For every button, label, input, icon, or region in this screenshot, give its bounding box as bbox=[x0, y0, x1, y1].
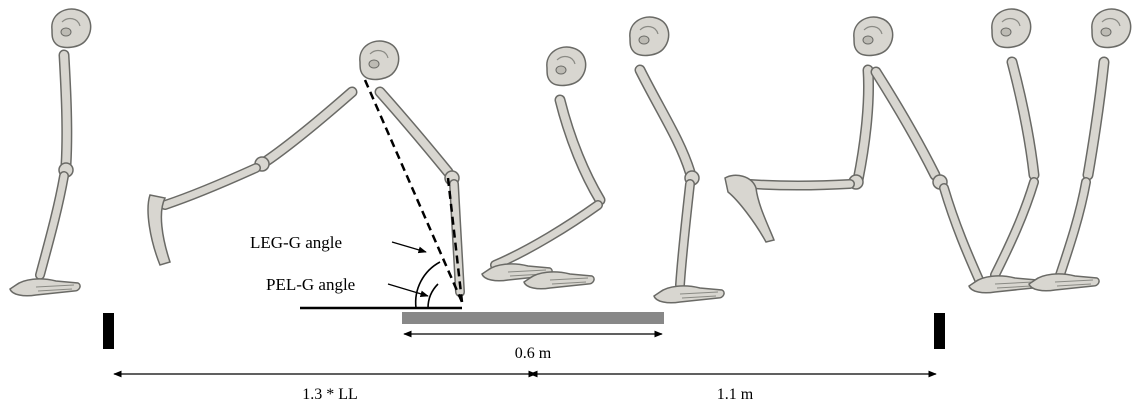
pel-g-angle-arc bbox=[428, 284, 438, 308]
skeleton-crouch-pair bbox=[482, 17, 724, 303]
start-marker bbox=[103, 313, 114, 349]
pel-g-angle-label: PEL-G angle bbox=[266, 275, 355, 294]
leg-g-angle-label: LEG-G angle bbox=[250, 233, 342, 252]
exit-distance-label: 1.1 m bbox=[717, 386, 754, 403]
approach-distance-label: 1.3 * LL bbox=[302, 386, 358, 403]
skeleton-lunge-right bbox=[725, 17, 980, 282]
leg-dashed-line bbox=[365, 80, 462, 302]
plate-length-label: 0.6 m bbox=[515, 345, 552, 362]
force-plate bbox=[402, 312, 664, 324]
skeleton-lunge-stance bbox=[148, 41, 460, 292]
skeleton-standing-right-pair bbox=[969, 9, 1131, 293]
skeleton-standing-left bbox=[10, 9, 91, 296]
end-marker bbox=[934, 313, 945, 349]
